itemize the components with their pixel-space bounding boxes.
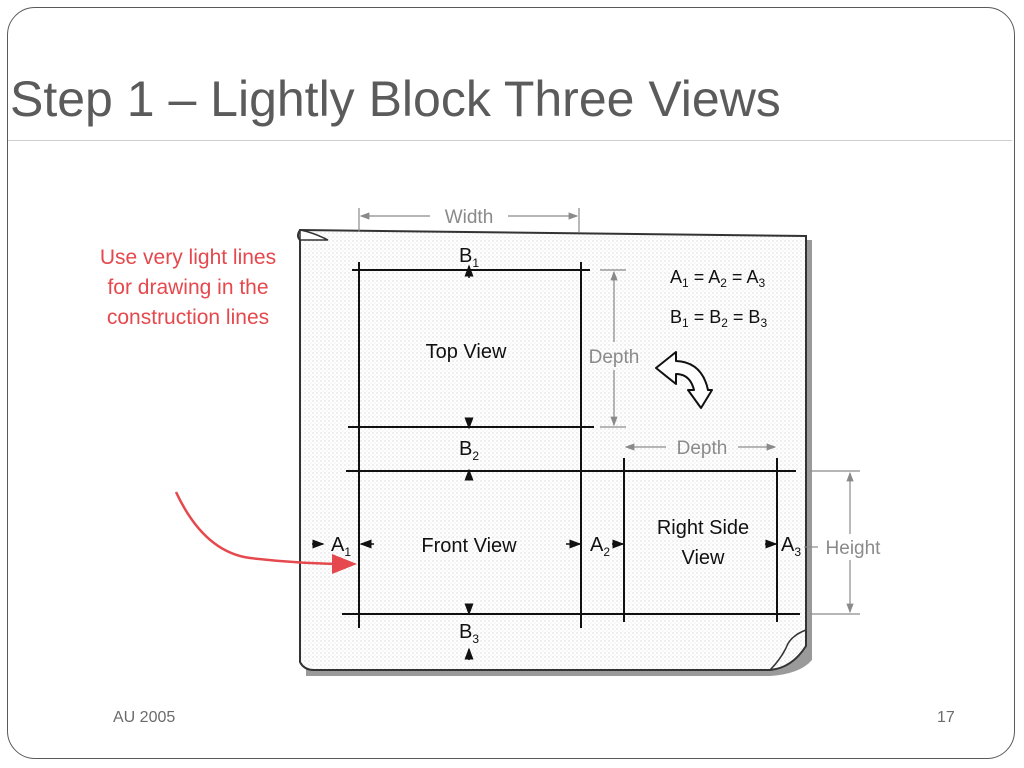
equation-a: A1 = A2 = A3 bbox=[670, 267, 765, 290]
footer-label: AU 2005 bbox=[113, 709, 176, 726]
depth-horizontal-label: Depth bbox=[677, 438, 728, 459]
paper-face bbox=[297, 228, 807, 671]
equation-b: B1 = B2 = B3 bbox=[670, 307, 767, 330]
b3-label: B3 bbox=[459, 621, 479, 646]
b2-label: B2 bbox=[459, 438, 479, 463]
width-dimension-label: Width bbox=[445, 207, 494, 228]
right-side-view-label-line2: View bbox=[682, 547, 726, 569]
b1-label: B1 bbox=[459, 245, 479, 270]
paper-sheet bbox=[297, 228, 812, 676]
construction-lines-note: Use very light lines for drawing in the … bbox=[99, 246, 277, 329]
right-side-view-label-line1: Right Side bbox=[657, 517, 749, 539]
page-number: 17 bbox=[937, 709, 955, 726]
dimension-lines bbox=[358, 208, 860, 615]
a3-label: A3 bbox=[781, 534, 801, 559]
pointer-arrow-icon bbox=[174, 491, 357, 574]
front-view-label: Front View bbox=[421, 535, 517, 557]
a1-label: A1 bbox=[331, 534, 351, 559]
title-divider bbox=[8, 140, 1012, 141]
paper-curl bbox=[299, 229, 329, 241]
top-view-label: Top View bbox=[426, 341, 507, 363]
height-dimension-label: Height bbox=[826, 538, 882, 559]
spacing-arrows bbox=[312, 264, 778, 660]
depth-vertical-label: Depth bbox=[589, 347, 640, 368]
paper-corner-curl bbox=[769, 629, 807, 671]
a2-label: A2 bbox=[590, 534, 610, 559]
rotate-arrow-icon bbox=[655, 351, 713, 409]
slide-title: Step 1 – Lightly Block Three Views bbox=[10, 71, 781, 127]
slide-frame bbox=[7, 7, 1015, 759]
